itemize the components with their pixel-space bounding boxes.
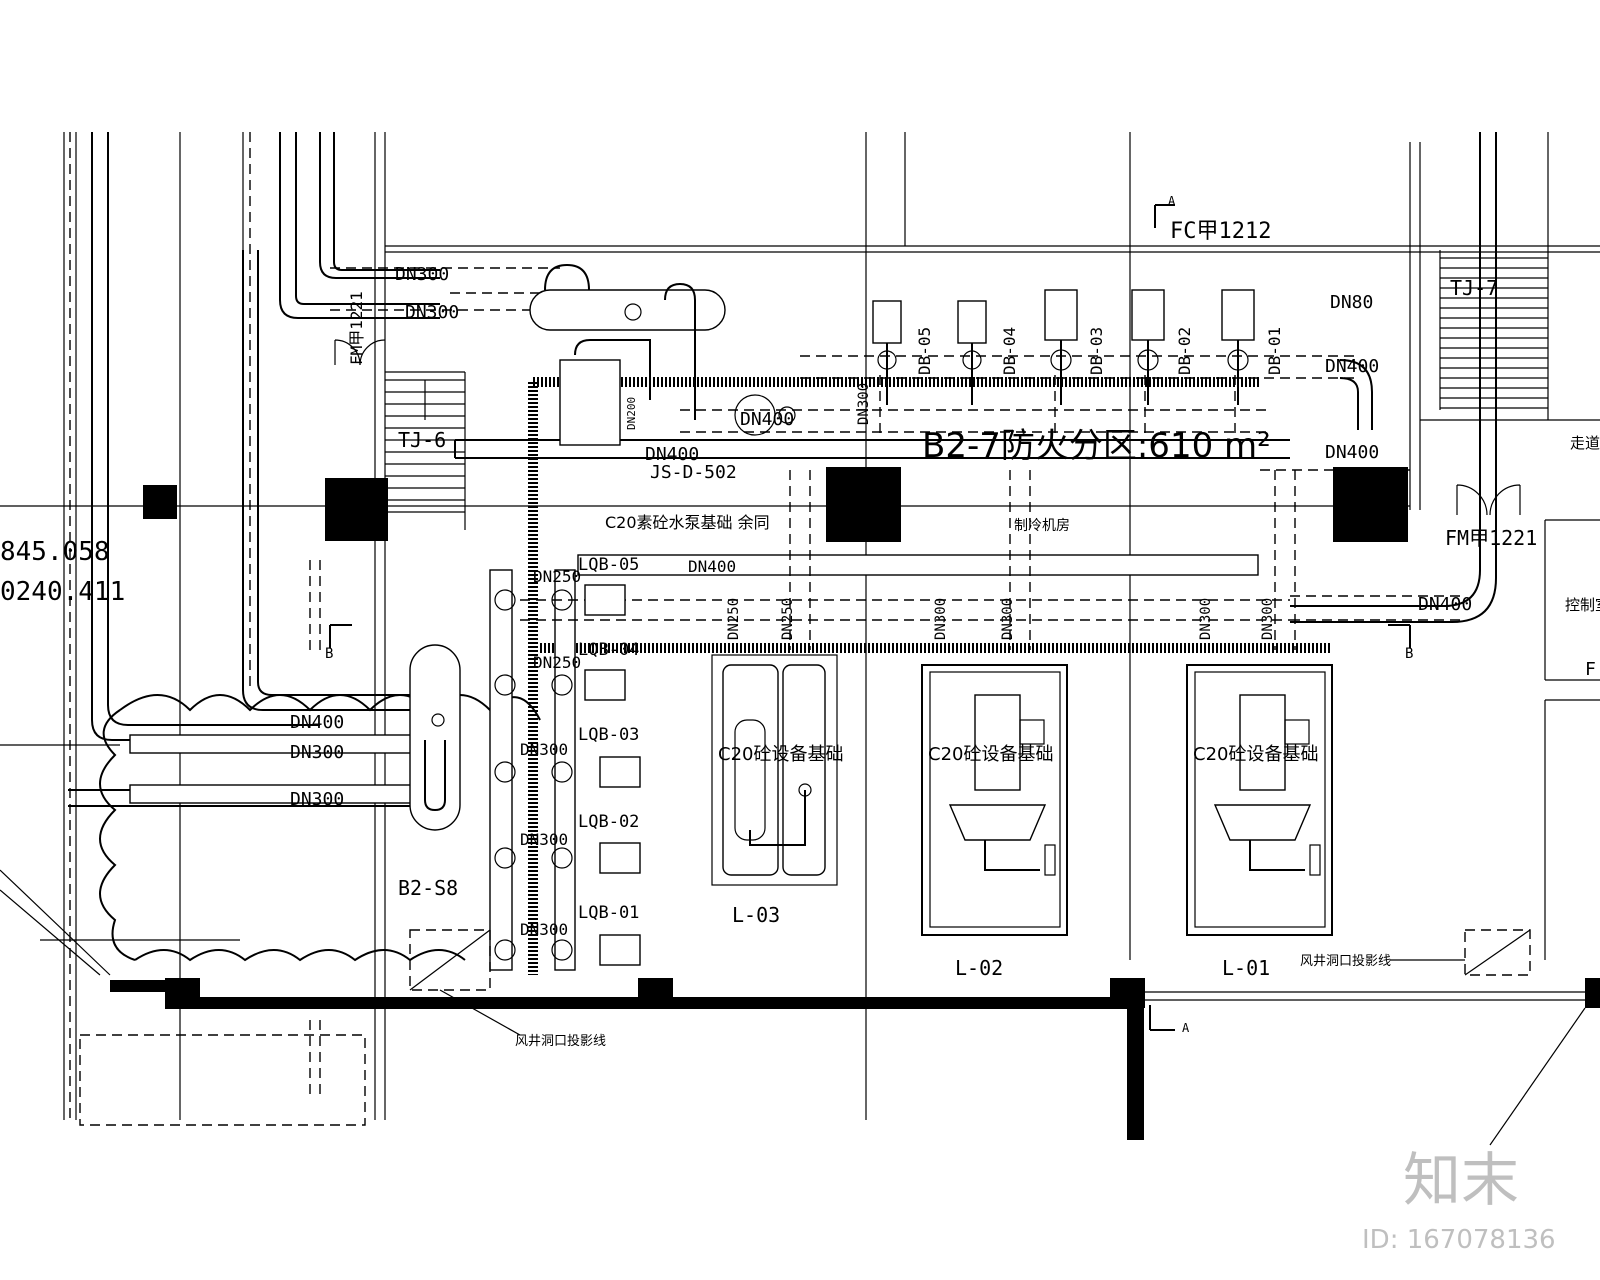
pump-lqb-02	[494, 842, 641, 874]
chiller-l02	[921, 664, 1068, 936]
pipe-size: DN250	[780, 598, 796, 640]
building-grid-lines	[0, 132, 1600, 1120]
pipe-size: DN300	[520, 830, 568, 849]
chiller-l01	[1186, 664, 1333, 936]
pipe-size: DN300	[1000, 598, 1016, 640]
pipe-size: DN400	[290, 712, 344, 733]
shaft-label: B2-S8	[398, 876, 458, 900]
stair-right-label: TJ-7	[1450, 276, 1498, 300]
pump-base-note: C20素砼水泵基础 余同	[605, 513, 770, 532]
pump-db-05	[872, 300, 902, 405]
pipe-size: DN400	[740, 409, 794, 430]
equip-base-l02: C20砼设备基础	[928, 744, 1053, 765]
pump-db-02	[1131, 289, 1165, 405]
coord-2: 0240.411	[0, 577, 125, 607]
pipe-size: DN400	[645, 444, 699, 465]
pipe-size: DN250	[533, 567, 581, 586]
room-control-label: 控制室	[1565, 596, 1600, 614]
pump-label: LQB-02	[578, 812, 639, 832]
risers	[789, 375, 1296, 650]
pump-label: DB-01	[1265, 327, 1284, 375]
left-air-ducts	[68, 132, 560, 807]
chiller-l03	[711, 654, 838, 886]
pipe-size: DN250	[533, 653, 581, 672]
left-hidden-lines	[69, 132, 366, 1126]
pump-label: LQB-05	[578, 555, 639, 575]
equip-base-l03: C20砼设备基础	[718, 744, 843, 765]
pump-label: DB-05	[915, 327, 934, 375]
coord-1: 845.058	[0, 537, 110, 567]
equip-base-l01: C20砼设备基础	[1193, 744, 1318, 765]
pipe-size: DN300	[856, 383, 872, 425]
stair-tj7	[1439, 250, 1548, 410]
pump-label: LQB-04	[578, 640, 639, 660]
section-a-top: A	[1168, 194, 1176, 208]
pipe-size: DN200	[625, 397, 638, 430]
pump-lqb-05	[494, 584, 626, 616]
pump-lqb-03	[494, 756, 641, 788]
pipe-size: DN300	[290, 742, 344, 763]
pump-db-03	[1044, 289, 1078, 405]
exterior-walls	[110, 978, 1600, 1146]
structural-columns	[143, 467, 1408, 542]
right-air-duct	[1290, 132, 1497, 623]
stair-tj6	[385, 371, 466, 530]
pipe-size: DN80	[1330, 292, 1373, 313]
pipe-size: DN300	[933, 598, 949, 640]
stair-left-label: TJ-6	[398, 428, 446, 452]
pump-label: DB-04	[1000, 327, 1019, 375]
zone-title: B2-7防火分区:610 m²	[922, 426, 1271, 466]
pipe-size: DN300	[1198, 598, 1214, 640]
section-b-left: B	[325, 646, 333, 662]
pumps-db-top	[872, 289, 1255, 405]
watermark: 知末 ID: 167078136	[1362, 1146, 1556, 1255]
pump-label: DB-02	[1175, 327, 1194, 375]
section-a-bottom: A	[1182, 1021, 1190, 1035]
expansion-tank	[529, 263, 796, 446]
door-left-label: FM甲1221	[347, 291, 366, 365]
chiller-label: L-03	[732, 903, 780, 927]
doors	[334, 339, 1521, 516]
pump-db-01	[1221, 289, 1255, 405]
room-corridor-label: 走道	[1570, 434, 1600, 452]
watermark-id: ID: 167078136	[1362, 1225, 1556, 1255]
vessel-left	[409, 644, 461, 831]
pump-label: LQB-03	[578, 725, 639, 745]
shaft-projections	[409, 929, 1531, 1036]
pipe-size: DN400	[688, 557, 736, 576]
shaft-projection-right: 风井洞口投影线	[1300, 953, 1391, 969]
pump-label: LQB-01	[578, 903, 639, 923]
pipe-size: DN300	[405, 302, 459, 323]
door-top-label: FC甲1212	[1170, 219, 1271, 244]
pipe-size: DN300	[1260, 598, 1276, 640]
labels: B2-7防火分区:610 m² 制冷机房 走道 控制室 F 845.058 02…	[0, 194, 1600, 1049]
pumps-lqb-left	[494, 584, 641, 966]
pipe-size: DN300	[520, 920, 568, 939]
pump-lqb-01	[494, 934, 641, 966]
pump-db-04	[957, 300, 987, 405]
room-chiller-label: 制冷机房	[1014, 518, 1070, 534]
pipe-size: DN300	[395, 264, 449, 285]
section-b-right: B	[1405, 646, 1413, 662]
pipe-size: DN300	[290, 789, 344, 810]
pipe-size: DN400	[1325, 442, 1379, 463]
main-headers	[454, 355, 1460, 975]
section-markers	[329, 204, 1411, 1031]
watermark-logo: 知末	[1403, 1146, 1519, 1214]
pump-label: DB-03	[1087, 327, 1106, 375]
pipe-size: DN400	[1325, 356, 1379, 377]
pump-lqb-04	[494, 669, 626, 701]
pipe-size: DN300	[520, 740, 568, 759]
door-right-label: FM甲1221	[1445, 526, 1537, 550]
chiller-label: L-02	[955, 956, 1003, 980]
valve-tag: JS-D-502	[650, 462, 737, 483]
chiller-label: L-01	[1222, 956, 1270, 980]
pipe-size: DN400	[1418, 594, 1472, 615]
pipe-size: DN250	[726, 598, 742, 640]
shaft-projection-left: 风井洞口投影线	[515, 1033, 606, 1049]
room-control-suffix: F	[1585, 659, 1596, 680]
